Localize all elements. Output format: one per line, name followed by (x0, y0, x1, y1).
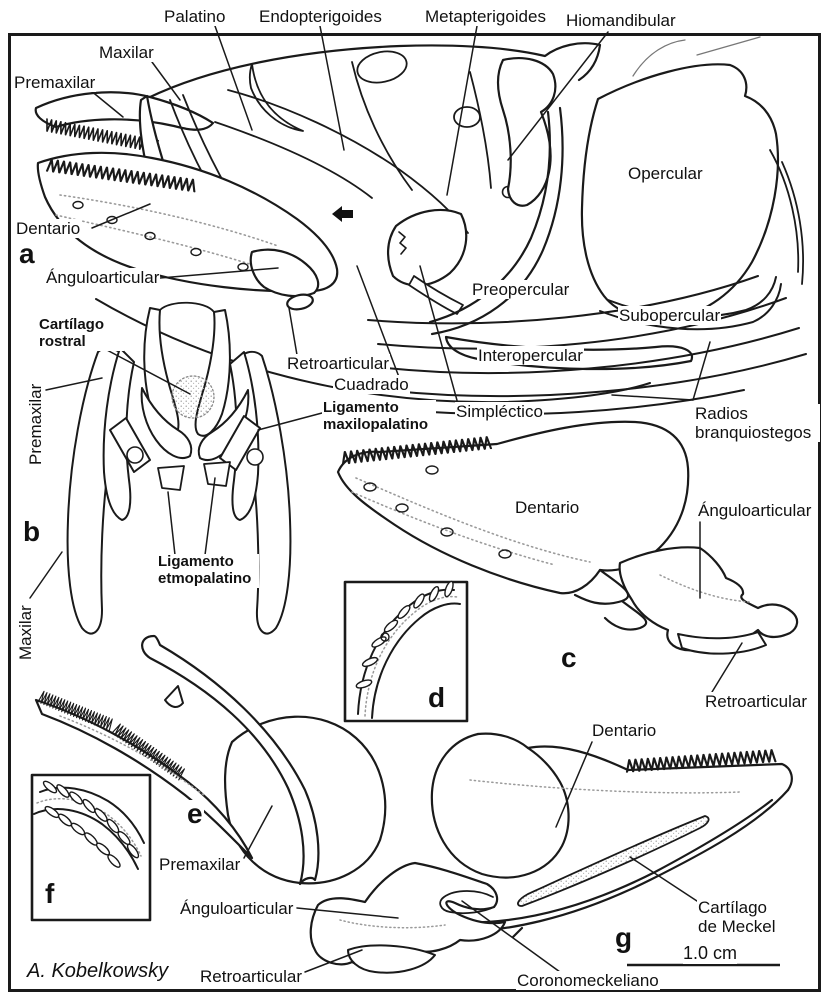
label-premaxilar-e: Premaxilar (158, 855, 242, 875)
label-subopercular: Subopercular (618, 306, 722, 326)
panel-letter-f: f (44, 878, 56, 909)
panel-d-inset (343, 579, 469, 723)
label-dentario-g: Dentario (591, 721, 658, 741)
label-radios-branquiostegos: Radios branquiostegos (694, 404, 820, 443)
label-hiomandibular: Hiomandibular (565, 11, 677, 31)
label-premaxilar-b: Premaxilar (26, 382, 46, 466)
inset-d-border (343, 580, 469, 723)
label-palatino: Palatino (163, 7, 227, 27)
panel-letter-c: c (560, 642, 578, 673)
label-retroarticular-a: Retroarticular (286, 354, 391, 374)
figure-border (8, 33, 821, 992)
label-cuadrado: Cuadrado (333, 375, 410, 395)
panel-letter-a: a (18, 238, 36, 269)
panel-c-drawing (336, 420, 799, 655)
panel-b-drawing (66, 301, 292, 635)
label-simplectico: Simpléctico (455, 402, 544, 422)
panel-letter-b: b (22, 516, 42, 547)
panel-f-inset (30, 773, 152, 922)
panel-letter-g: g (614, 922, 634, 953)
rostral-cartilage-shape (171, 375, 215, 419)
label-ligamento-etmopalatino: Ligamento etmopalatino (157, 553, 259, 588)
label-anguloarticular-g: Ánguloarticular (179, 899, 295, 919)
panel-a-drawing (34, 36, 807, 416)
label-cartilago-rostral: Cartílago rostral (38, 316, 124, 351)
pointer-arrow-icon (332, 206, 353, 222)
label-dentario-c: Dentario (514, 498, 581, 518)
label-dentario-a: Dentario (15, 219, 82, 239)
label-maxilar-b: Maxilar (16, 604, 36, 661)
label-retroarticular-c: Retroarticular (704, 692, 809, 712)
label-maxilar-a: Maxilar (98, 43, 155, 63)
panel-letter-d: d (427, 682, 447, 713)
panel-g-drawing (309, 732, 793, 974)
label-anguloarticular-a: Ánguloarticular (45, 268, 161, 288)
label-endopterigoides: Endopterigoides (258, 7, 383, 27)
label-opercular: Opercular (627, 164, 704, 184)
label-cartilago-de-meckel: Cartílago de Meckel (697, 898, 791, 937)
scale-bar-label: 1.0 cm (683, 943, 738, 964)
label-retroarticular-g: Retroarticular (199, 967, 304, 987)
label-coronomeckeliano: Coronomeckeliano (516, 971, 660, 991)
label-premaxilar-a: Premaxilar (13, 73, 97, 93)
author-credit: A. Kobelkowsky (27, 960, 169, 983)
coronomeckelian-shape (439, 890, 495, 915)
panel-letter-e: e (186, 798, 204, 829)
leader-lines (29, 25, 743, 973)
panel-e-drawing (34, 634, 387, 886)
label-ligamento-maxilopalatino: Ligamento maxilopalatino (322, 399, 436, 434)
label-metapterigoides: Metapterigoides (424, 7, 547, 27)
label-interopercular: Interopercular (477, 346, 584, 366)
label-preopercular: Preopercular (471, 280, 571, 300)
label-anguloarticular-c: Ánguloarticular (697, 501, 813, 521)
